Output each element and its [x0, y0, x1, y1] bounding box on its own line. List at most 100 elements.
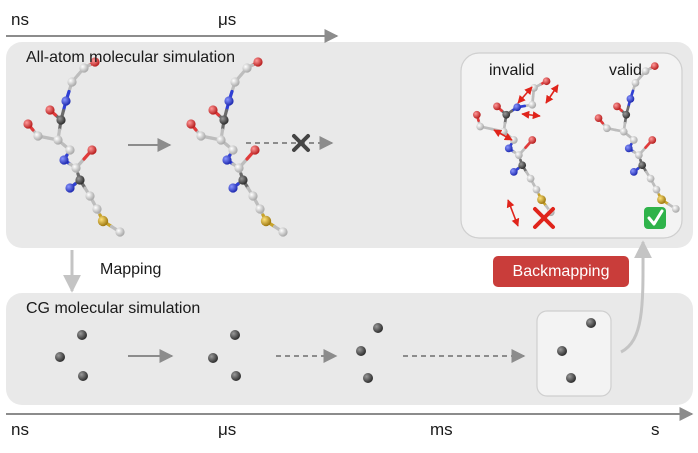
atom: [509, 168, 518, 176]
atom: [56, 115, 66, 125]
atom: [528, 100, 537, 109]
atom: [646, 174, 655, 183]
atom: [228, 183, 238, 193]
atom: [634, 151, 643, 159]
atom: [250, 145, 260, 155]
atom: [526, 174, 535, 183]
atom: [238, 175, 248, 185]
atom: [671, 205, 680, 213]
atom: [65, 183, 75, 193]
atom: [71, 163, 81, 173]
all-atom-molecule-2: [186, 57, 288, 237]
cg-configuration-3: [356, 323, 383, 383]
atom: [115, 227, 125, 237]
all-atom-panel-title: All-atom molecular simulation: [26, 49, 235, 66]
all-atom-molecule-1: [23, 57, 125, 237]
atom: [255, 204, 265, 214]
valid-label: valid: [609, 62, 642, 79]
top-axis-tick-ns: ns: [11, 10, 29, 29]
atom: [472, 110, 481, 119]
backmapping-badge: Backmapping: [493, 256, 629, 287]
atom: [61, 96, 71, 106]
atom: [603, 124, 611, 133]
atom: [476, 122, 485, 131]
atom: [532, 185, 541, 194]
atom: [542, 77, 551, 86]
cg-configuration-2: [208, 330, 241, 381]
invalid-label: invalid: [489, 62, 535, 79]
atom: [216, 135, 226, 145]
backmapping-label: Backmapping: [512, 262, 610, 280]
atom: [23, 119, 33, 129]
atom: [59, 155, 69, 165]
atom: [186, 119, 196, 129]
check-icon: [644, 207, 666, 229]
cg-panel-title: CG molecular simulation: [26, 300, 201, 317]
atom: [619, 127, 628, 136]
atom: [219, 115, 229, 125]
atom: [234, 163, 244, 173]
atom: [253, 57, 263, 67]
atom: [230, 77, 240, 87]
atom: [629, 168, 638, 176]
atom: [641, 67, 650, 75]
atom: [504, 144, 513, 153]
atom: [248, 191, 258, 201]
atom: [594, 114, 603, 123]
atom: [208, 105, 218, 115]
atom: [650, 62, 659, 70]
atom: [85, 191, 95, 201]
atom: [196, 131, 206, 141]
atom: [493, 102, 501, 111]
cg-configuration-4: [557, 318, 596, 383]
atom: [613, 102, 621, 111]
atom: [97, 215, 109, 227]
atom: [624, 144, 633, 153]
atom: [228, 145, 238, 155]
cg-highlight-box: [536, 310, 612, 397]
atom: [75, 175, 85, 185]
cross-icon: [533, 207, 555, 229]
atom: [90, 57, 100, 67]
top-axis-tick-us: μs: [218, 10, 237, 29]
atom: [518, 161, 527, 170]
bottom-axis-tick-ms: ms: [430, 420, 453, 439]
atom: [513, 103, 522, 112]
atom: [260, 215, 272, 227]
bottom-axis-tick-s: s: [651, 420, 660, 439]
atom: [631, 79, 640, 87]
atom: [622, 110, 631, 119]
atom: [45, 105, 55, 115]
atom: [242, 63, 252, 73]
cg-panel: [6, 293, 693, 405]
valid-molecule: [594, 62, 680, 213]
atom: [502, 110, 511, 119]
x-mark-icon: [292, 134, 310, 152]
atom: [514, 151, 523, 159]
atom: [92, 204, 102, 214]
atom: [652, 185, 661, 194]
atom: [626, 94, 635, 103]
atom: [537, 195, 546, 205]
atom: [87, 145, 97, 155]
atom: [528, 136, 537, 144]
atom: [657, 195, 666, 205]
atom: [53, 135, 63, 145]
atom: [278, 227, 288, 237]
mapping-label: Mapping: [100, 261, 162, 278]
atom: [33, 131, 43, 141]
atom: [224, 96, 234, 106]
atom: [79, 63, 89, 73]
atom: [222, 155, 232, 165]
atom: [65, 145, 75, 155]
atom: [629, 136, 638, 144]
atom: [638, 161, 647, 170]
bottom-axis-tick-ns: ns: [11, 420, 29, 439]
bond-error-arrows: [493, 84, 559, 227]
bottom-axis-tick-us: μs: [218, 420, 237, 439]
atom: [648, 136, 657, 144]
cg-configuration-1: [55, 330, 88, 381]
invalid-molecule: [472, 77, 555, 217]
